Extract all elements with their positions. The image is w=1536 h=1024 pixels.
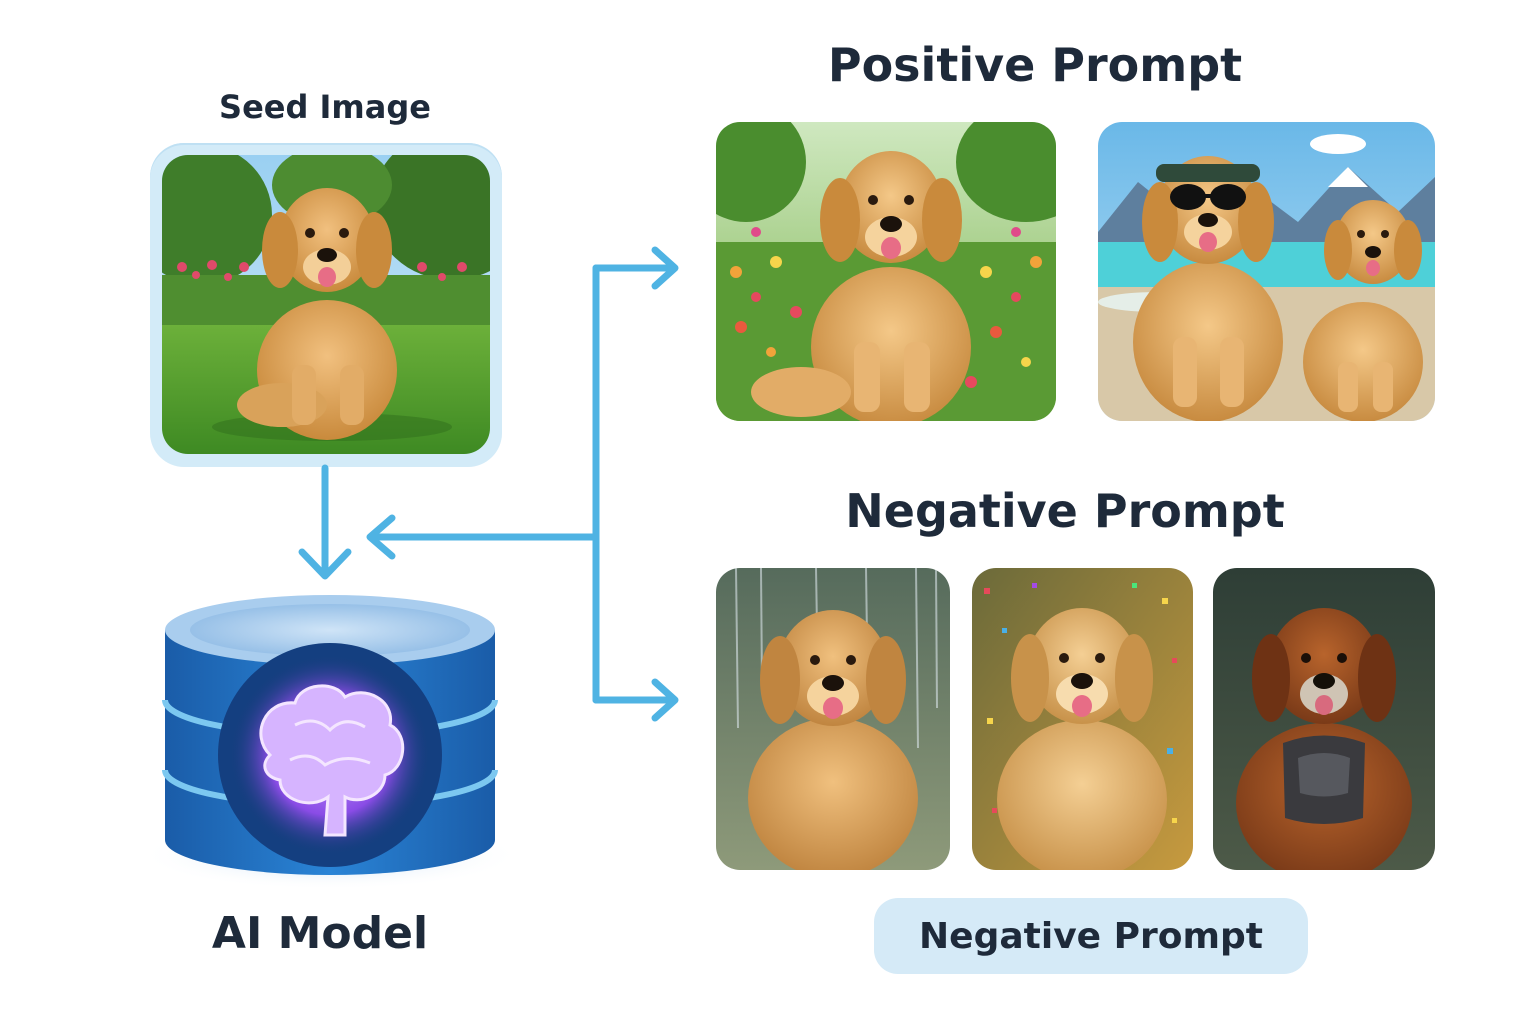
negative-prompt-title: Negative Prompt	[845, 484, 1285, 538]
negative-prompt-pill-label: Negative Prompt	[919, 915, 1263, 957]
arrow-to-positive-head	[651, 246, 679, 290]
negative-image-glitter	[972, 568, 1193, 870]
positive-image-beach	[1098, 122, 1435, 421]
negative-image-rain	[716, 568, 950, 870]
negative-image-dark-dog	[1213, 568, 1435, 870]
seed-image	[162, 155, 490, 454]
brain-icon	[259, 684, 405, 837]
positive-prompt-title: Positive Prompt	[827, 38, 1243, 92]
arrow-to-model-head	[366, 514, 396, 560]
ai-model-title: AI Model	[211, 908, 429, 959]
negative-prompt-pill: Negative Prompt	[874, 898, 1308, 974]
arrow-to-negative-head	[651, 678, 679, 722]
ai-model-database-icon	[140, 595, 520, 890]
positive-image-meadow	[716, 122, 1056, 421]
arrow-seed-to-model-head	[298, 548, 352, 580]
seed-image-title: Seed Image	[219, 88, 431, 126]
